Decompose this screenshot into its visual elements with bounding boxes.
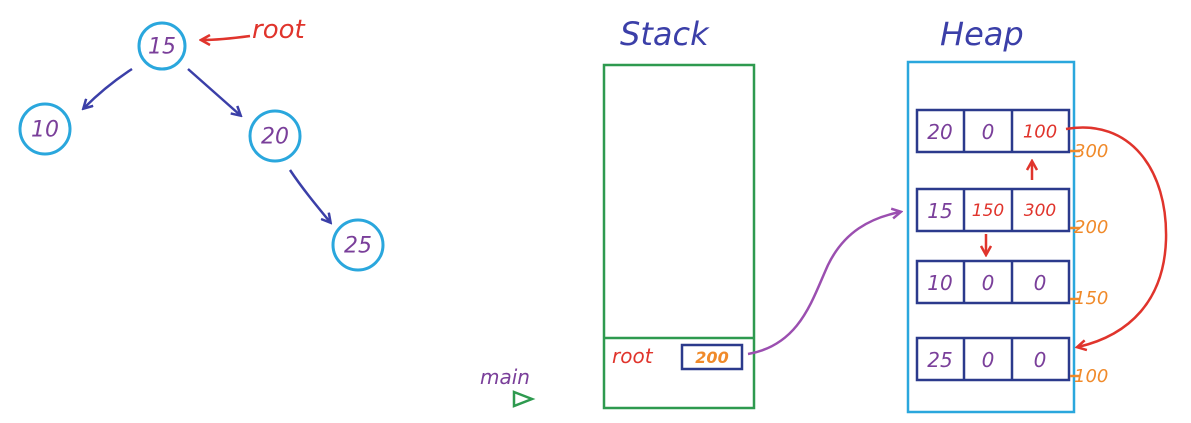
tree-node-25: 25 — [331, 218, 385, 272]
heap-cell-left: 0 — [982, 348, 995, 372]
heap-cell-right: 0 — [1034, 348, 1047, 372]
heap-row-200: 15 150 300 200 — [915, 187, 1108, 238]
heap-row-100: 25 0 0 100 — [915, 336, 1108, 387]
root-label: root — [252, 15, 306, 45]
heap-cell-left: 150 — [972, 201, 1004, 221]
heap-title: Heap — [940, 15, 1024, 53]
heap-cell-right: 0 — [1034, 271, 1047, 295]
tree-node-25-label: 25 — [344, 234, 372, 259]
stack-section: Stack root 200 main — [480, 15, 756, 410]
heap-section: Heap 20 0 100 300 15 150 300 200 10 — [906, 15, 1168, 414]
heap-box — [906, 60, 1076, 414]
heap-cell-right: 100 — [1023, 122, 1057, 143]
heap-cell-data: 25 — [927, 348, 952, 372]
heap-address: 150 — [1074, 288, 1108, 309]
edge-15-20 — [187, 68, 240, 115]
heap-address: 200 — [1074, 217, 1108, 238]
stack-box — [602, 63, 756, 410]
edge-15-10 — [84, 67, 133, 108]
tree-node-10: 10 — [18, 102, 72, 156]
stack-to-heap-pointer — [747, 212, 900, 356]
heap-cell-left: 0 — [982, 120, 995, 144]
heap-row-150: 10 0 0 150 — [915, 259, 1108, 309]
root-pointer-arrow — [202, 36, 251, 40]
heap-cell-data: 20 — [927, 120, 952, 144]
stack-title: Stack — [620, 15, 710, 53]
heap-address: 300 — [1074, 141, 1108, 162]
stack-var-value: 200 — [695, 348, 728, 367]
tree-node-15: 15 — [137, 21, 187, 71]
heap-cell-data: 10 — [927, 271, 952, 295]
heap-cell-right: 300 — [1024, 201, 1056, 221]
tree-node-20: 20 — [248, 109, 302, 163]
play-icon — [512, 390, 536, 408]
edge-20-25 — [288, 169, 330, 222]
heap-row-300: 20 0 100 300 — [915, 108, 1108, 162]
tree-node-20-label: 20 — [261, 125, 289, 150]
heap-cell-left: 0 — [982, 271, 995, 295]
binary-tree: 15 10 20 25 root — [18, 15, 385, 272]
tree-node-15-label: 15 — [148, 35, 176, 60]
right-pointer-to-100 — [1065, 126, 1168, 347]
tree-node-10-label: 10 — [31, 118, 59, 143]
stack-var-box — [680, 343, 744, 371]
heap-cell-data: 15 — [927, 199, 952, 223]
stack-var-name: root — [612, 344, 654, 368]
heap-address: 100 — [1074, 366, 1108, 387]
stack-frame-label: main — [480, 365, 530, 389]
